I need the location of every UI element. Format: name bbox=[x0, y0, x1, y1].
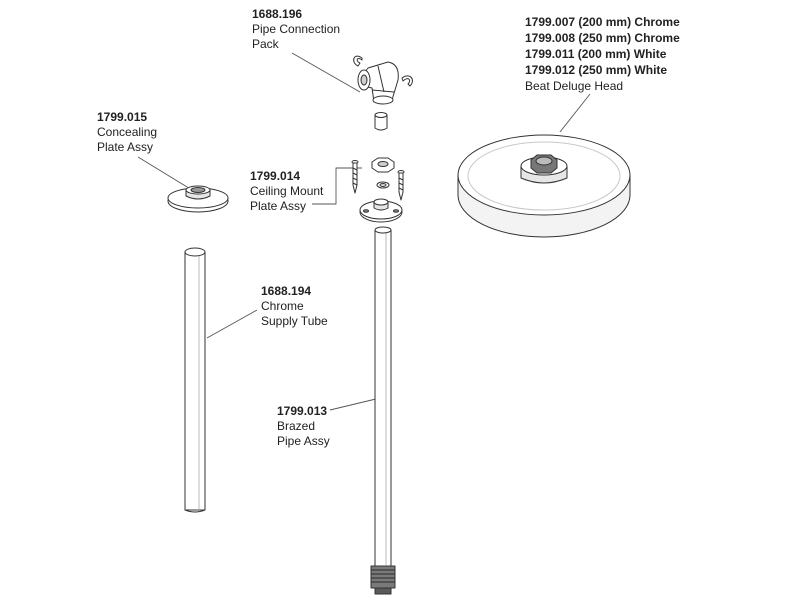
pipe-connection-pack bbox=[353, 55, 413, 131]
part-description: Beat Deluge Head bbox=[525, 79, 624, 93]
part-description: Pack bbox=[252, 37, 279, 51]
part-description: Pipe Connection bbox=[252, 22, 341, 36]
concealing-plate-bore bbox=[190, 187, 206, 193]
deluge-variant: 1799.011 (200 mm) White bbox=[525, 47, 667, 61]
leader-ceiling-mount bbox=[312, 167, 362, 205]
part-number: 1688.194 bbox=[261, 284, 312, 298]
ceiling-mount-plate bbox=[351, 157, 405, 223]
mount-hole-right bbox=[393, 209, 399, 213]
supply-tube-bottom bbox=[184, 509, 206, 513]
brazed-pipe-top bbox=[374, 226, 392, 234]
part-description: Plate Assy bbox=[97, 140, 154, 154]
clip-right bbox=[401, 75, 413, 87]
label-supply-tube: 1688.194 Chrome Supply Tube bbox=[261, 284, 328, 329]
part-description: Chrome bbox=[261, 299, 304, 313]
part-number: 1799.013 bbox=[277, 404, 328, 418]
leader-brazed-pipe bbox=[329, 397, 381, 411]
deluge-variant: 1799.012 (250 mm) White bbox=[525, 63, 668, 77]
supply-tube-body bbox=[184, 251, 206, 511]
part-description: Concealing bbox=[97, 125, 158, 139]
nipple bbox=[374, 114, 388, 131]
brazed-pipe-fitting bbox=[370, 565, 396, 589]
label-deluge-head: 1799.007 (200 mm) Chrome 1799.008 (250 m… bbox=[525, 14, 680, 94]
washer-hole bbox=[379, 183, 387, 187]
screw-right bbox=[397, 170, 405, 201]
hex-nut-hole bbox=[377, 161, 389, 167]
deluge-variant: 1799.007 (200 mm) Chrome bbox=[525, 15, 680, 29]
elbow-inlet-bore bbox=[360, 74, 368, 86]
mount-hole-left bbox=[363, 209, 369, 213]
part-description: Plate Assy bbox=[250, 199, 307, 213]
screw-left bbox=[351, 160, 359, 194]
part-number: 1799.014 bbox=[250, 169, 301, 183]
elbow-ring-1 bbox=[371, 89, 395, 93]
concealing-plate bbox=[167, 185, 229, 213]
supply-tube bbox=[184, 247, 206, 513]
clip-left bbox=[353, 55, 363, 67]
part-description: Brazed bbox=[277, 419, 316, 433]
leader-supply-tube bbox=[206, 309, 258, 339]
deluge-head bbox=[457, 134, 631, 238]
nipple-top bbox=[374, 112, 388, 118]
brazed-pipe bbox=[370, 226, 396, 595]
deluge-head-inlet bbox=[535, 156, 553, 166]
supply-tube-top bbox=[184, 247, 206, 257]
deluge-variant: 1799.008 (250 mm) Chrome bbox=[525, 31, 680, 45]
part-number: 1688.196 bbox=[252, 7, 303, 21]
brazed-pipe-end bbox=[374, 587, 392, 595]
part-description: Ceiling Mount bbox=[250, 184, 324, 198]
leader-deluge-head bbox=[559, 93, 591, 133]
elbow-ring-2 bbox=[377, 65, 385, 93]
leader-pipe-connection bbox=[291, 52, 361, 93]
elbow-outlet bbox=[372, 95, 394, 105]
part-description: Supply Tube bbox=[261, 314, 328, 328]
brazed-pipe-body bbox=[374, 229, 392, 567]
mount-boss-top bbox=[373, 198, 389, 206]
part-number: 1799.015 bbox=[97, 110, 148, 124]
label-pipe-connection: 1688.196 Pipe Connection Pack bbox=[252, 7, 340, 52]
deluge-head-face-inner bbox=[467, 141, 621, 211]
leader-lines bbox=[137, 52, 591, 411]
part-description: Pipe Assy bbox=[277, 434, 330, 448]
label-concealing-plate: 1799.015 Concealing Plate Assy bbox=[97, 110, 157, 155]
label-ceiling-mount: 1799.014 Ceiling Mount Plate Assy bbox=[250, 169, 323, 214]
leader-concealing-plate bbox=[137, 156, 193, 191]
label-brazed-pipe: 1799.013 Brazed Pipe Assy bbox=[277, 404, 330, 449]
